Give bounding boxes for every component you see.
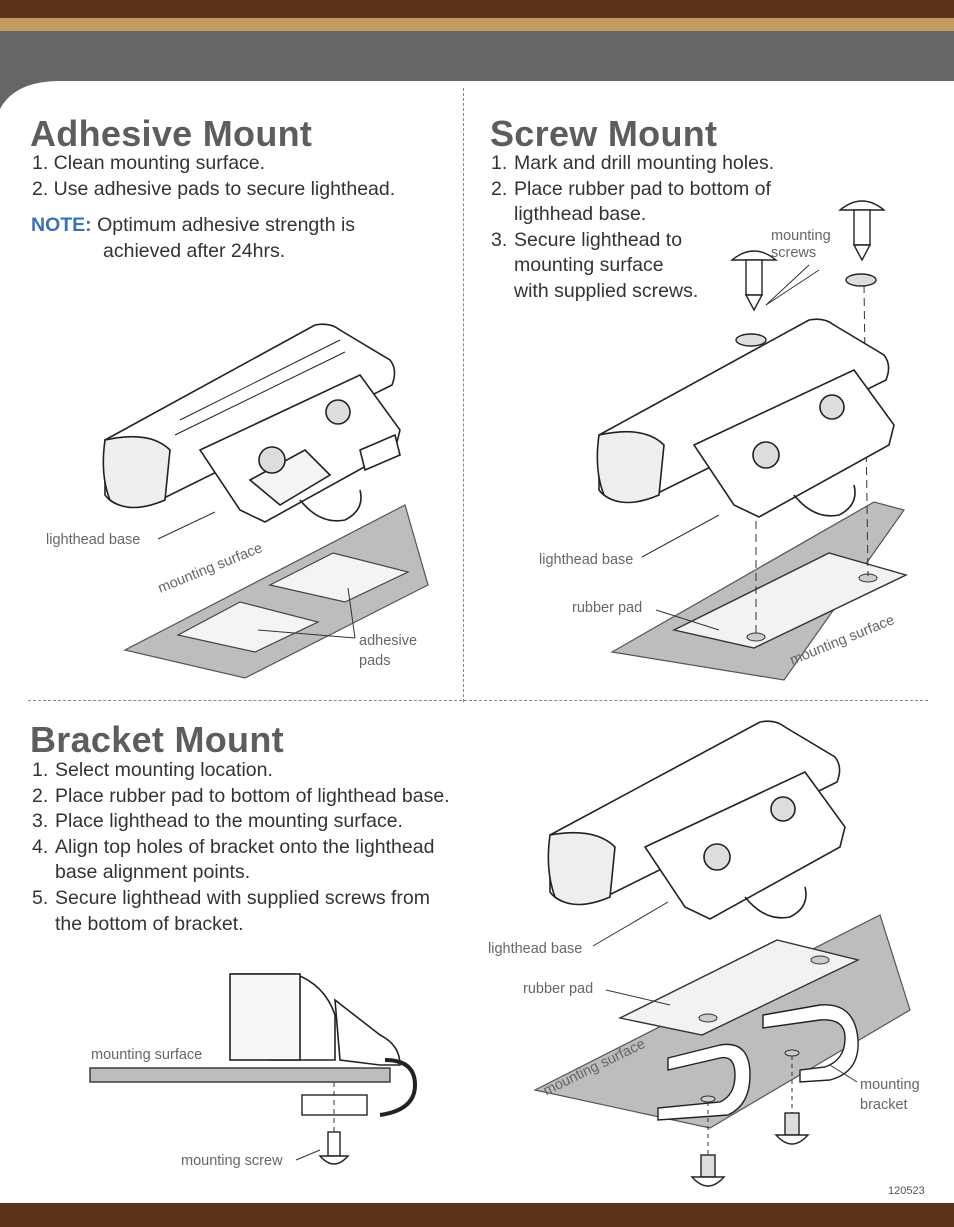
side-screw-icon	[318, 1131, 350, 1165]
side-bracket-curve	[379, 1058, 418, 1117]
bracket-step-4-text-2: base alignment points.	[55, 861, 251, 884]
bracket-exploded-diagram	[533, 720, 911, 1187]
bracket-label-bracket-1: mounting	[860, 1077, 920, 1093]
bracket-step-5-text-1: Secure lighthead with supplied screws fr…	[55, 886, 431, 909]
screw-icon-right	[838, 200, 886, 287]
adhesive-label-pads: adhesive pads	[359, 631, 417, 671]
bracket-label-side-surface: mounting surface	[91, 1047, 203, 1063]
screw-icon-left	[730, 250, 778, 347]
bracket-step-5: 5. Secure lighthead with supplied screws …	[32, 886, 450, 937]
bracket-step-3: 3. Place lighthead to the mounting surfac…	[32, 809, 450, 835]
note-line-1: Optimum adhesive strength is	[97, 214, 356, 236]
note-line-2: achieved after 24hrs.	[103, 239, 286, 262]
bracket-step-1: 1. Select mounting location.	[32, 758, 450, 784]
screw-step-1: 1. Mark and drill mounting holes.	[491, 151, 774, 177]
screw-label-screws-1: mounting	[771, 228, 831, 244]
screw-label-rubber-pad: rubber pad	[572, 600, 643, 616]
bracket-title: Bracket Mount	[30, 719, 284, 760]
vertical-divider	[463, 88, 464, 702]
bracket-icon-left	[657, 1043, 751, 1121]
screw-step-3-text-2: mounting surface	[514, 254, 664, 277]
bracket-step-3-text: Place lighthead to the mounting surface.	[55, 810, 403, 833]
adhesive-pad-left	[176, 601, 320, 653]
screw-step-3-text-3: with supplied screws.	[514, 279, 699, 302]
screw-step-2-num: 2.	[491, 177, 508, 200]
screw-label-screws-2: screws	[771, 245, 817, 261]
bracket-step-2-num: 2.	[32, 784, 49, 807]
bracket-step-2: 2. Place rubber pad to bottom of lighthea…	[32, 784, 450, 810]
adhesive-note: NOTE: Optimum adhesive strength is achie…	[31, 213, 355, 264]
screw-label-screws: mounting screws	[771, 228, 831, 262]
adhesive-pads-line-1: adhesive	[359, 633, 418, 649]
screw-lighthead-icon	[596, 318, 895, 518]
bracket-label-lighthead-base: lighthead base	[488, 941, 583, 957]
horizontal-divider	[28, 700, 928, 701]
screw-step-3-text-1: Secure lighthead to	[514, 228, 683, 251]
header-gray-band	[0, 31, 954, 109]
adhesive-steps: 1. Clean mounting surface. 2. Use adhesi…	[32, 151, 395, 202]
adhesive-pad-right	[268, 552, 410, 603]
screw-diagram	[596, 200, 908, 681]
bracket-step-5-text-2: the bottom of bracket.	[55, 912, 244, 935]
screw-steps: 1. Mark and drill mounting holes. 2. Place…	[491, 151, 774, 305]
bracket-step-4-num: 4.	[32, 835, 49, 858]
screw-step-1-num: 1.	[491, 152, 508, 174]
side-mounting-surface-bar	[89, 1067, 391, 1083]
screw-title: Screw Mount	[490, 113, 718, 154]
bracket-icon-right	[762, 1004, 859, 1083]
screw-step-2: 2. Place rubber pad to bottom of ligthhead…	[491, 177, 774, 228]
bracket-step-2-text: Place rubber pad to bottom of lighthead …	[55, 784, 450, 807]
bracket-screw-icon-right	[774, 1112, 810, 1145]
header-tan-stripe	[0, 18, 954, 31]
adhesive-pads-line-2: pads	[359, 653, 391, 669]
note-label: NOTE:	[31, 214, 92, 236]
bracket-step-4-text-1: Align top holes of bracket onto the ligh…	[55, 835, 435, 858]
bracket-step-5-num: 5.	[32, 886, 49, 909]
doc-code: 120523	[888, 1185, 925, 1197]
footer-brown-bar	[0, 1203, 954, 1227]
screw-step-2-text-1: Place rubber pad to bottom of	[514, 177, 771, 200]
bracket-step-3-num: 3.	[32, 810, 49, 833]
bracket-screw-icon-left	[690, 1154, 726, 1187]
bracket-lighthead-icon	[547, 720, 846, 920]
bracket-step-1-num: 1.	[32, 759, 49, 781]
bracket-step-4: 4. Align top holes of bracket onto the li…	[32, 835, 450, 886]
bracket-label-bracket: mounting bracket	[860, 1075, 920, 1115]
adhesive-label-lighthead-base: lighthead base	[46, 532, 141, 548]
screw-step-3-num: 3.	[491, 228, 508, 251]
bracket-step-1-text: Select mounting location.	[55, 759, 273, 781]
adhesive-step-2: 2. Use adhesive pads to secure lighthead…	[32, 177, 396, 200]
side-lighthead-icon	[229, 973, 401, 1066]
screw-label-lighthead-base: lighthead base	[539, 552, 634, 568]
bracket-side-diagram	[89, 973, 418, 1165]
bracket-label-mounting-screw: mounting screw	[181, 1153, 283, 1169]
adhesive-step-1: 1. Clean mounting surface.	[32, 152, 266, 174]
adhesive-lighthead-icon	[102, 323, 401, 523]
screw-step-2-text-2: ligthhead base.	[514, 203, 647, 226]
header-brown-bar	[0, 0, 954, 18]
screw-step-1-text: Mark and drill mounting holes.	[514, 152, 775, 174]
adhesive-diagram	[102, 323, 429, 679]
screw-rubber-pad	[671, 552, 908, 649]
bracket-rubber-pad	[617, 939, 861, 1036]
bracket-label-bracket-2: bracket	[860, 1097, 908, 1113]
bracket-steps: 1. Select mounting location. 2. Place rubb…	[32, 758, 450, 937]
bracket-label-rubber-pad: rubber pad	[523, 981, 594, 997]
adhesive-title: Adhesive Mount	[30, 113, 313, 154]
